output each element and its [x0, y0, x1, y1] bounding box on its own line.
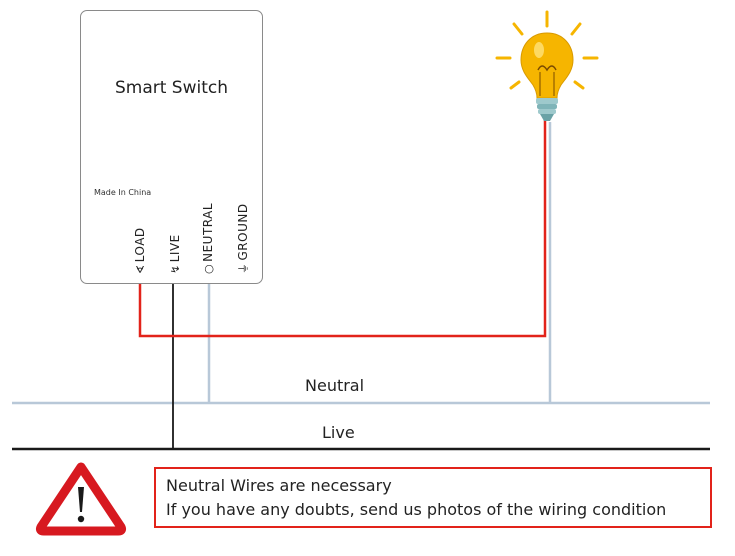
- terminal-load-label: LOAD: [133, 227, 147, 263]
- notice-line-1: Neutral Wires are necessary: [166, 476, 392, 495]
- notice-box: Neutral Wires are necessary If you have …: [154, 467, 712, 528]
- notice-line-2: If you have any doubts, send us photos o…: [166, 500, 667, 519]
- live-symbol-icon: ↯: [169, 264, 182, 274]
- terminal-live-label: LIVE: [168, 234, 182, 263]
- neutral-label: Neutral: [305, 376, 365, 395]
- load-wire: [138, 120, 547, 338]
- live-label: Live: [322, 423, 355, 442]
- terminal-neutral-label: NEUTRAL: [201, 202, 215, 262]
- smart-switch-box: Smart Switch Made In China: [80, 10, 263, 284]
- warning-triangle-icon: [35, 462, 127, 536]
- neutral-symbol-icon: ○: [202, 263, 215, 274]
- switch-title: Smart Switch: [114, 78, 229, 98]
- light-bulb-icon: [495, 10, 599, 121]
- load-symbol-icon: ∢: [134, 264, 147, 274]
- terminal-ground-label: GROUND: [236, 203, 250, 261]
- made-in-label: Made In China: [94, 188, 152, 197]
- ground-symbol-icon: ⏚: [237, 262, 250, 275]
